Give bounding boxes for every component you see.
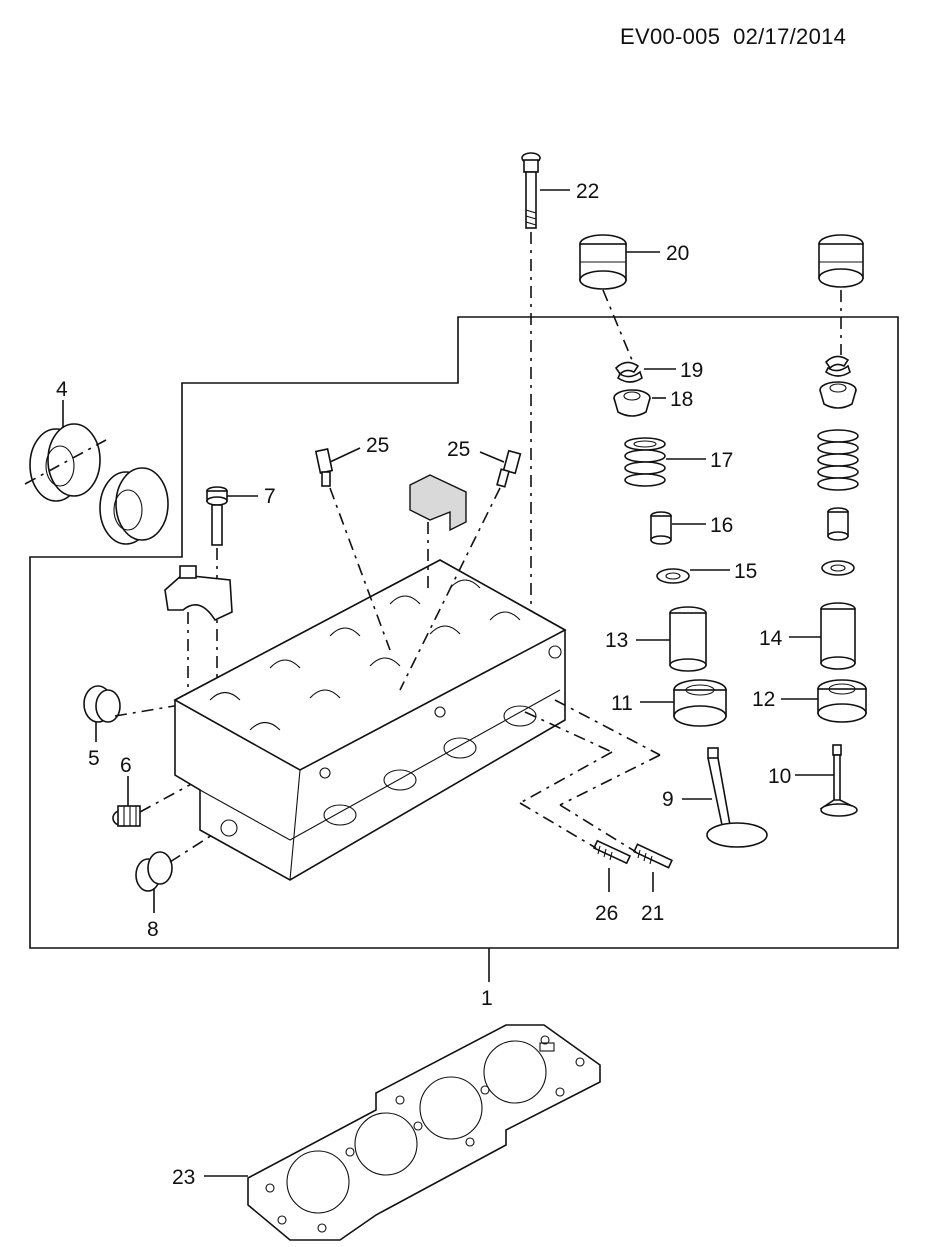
callout-12: 12 (752, 688, 775, 711)
stud-26-axis-a (524, 711, 613, 753)
valve-spring-right (817, 429, 859, 491)
valve-9 (706, 747, 768, 848)
leader-25-left (329, 447, 361, 463)
callout-8: 8 (147, 918, 159, 941)
plug-5-axis (114, 703, 187, 717)
valve-seat-insert-12 (817, 679, 867, 723)
spring-seat-washer-15 (656, 568, 690, 584)
cylinder-head-body (173, 559, 567, 881)
hydraulic-tappet-right (818, 234, 864, 288)
callout-5: 5 (88, 747, 100, 770)
spring-retainer-18 (613, 389, 651, 417)
assembly-boundary-frame (29, 316, 899, 949)
bearing-cap-bolt-7 (206, 486, 228, 546)
callout-26: 26 (595, 902, 618, 925)
callout-15: 15 (734, 560, 757, 583)
head-gasket-23 (247, 1024, 601, 1241)
callout-14: 14 (759, 627, 783, 650)
valve-stem-seal-right (827, 507, 849, 541)
callout-11: 11 (611, 692, 633, 715)
callout-22: 22 (576, 180, 599, 203)
valve-guide-14 (820, 602, 856, 670)
callout-10: 10 (768, 765, 791, 788)
callout-4: 4 (56, 378, 68, 401)
stud-21-axis-c (559, 804, 637, 853)
callout-9: 9 (662, 788, 674, 811)
spring-seat-washer-right (821, 560, 855, 576)
seal-axis-4 (24, 439, 107, 485)
valve-stem-seal-16 (650, 511, 672, 545)
valve-collets-19 (614, 361, 643, 383)
camshaft-bearing-cap (164, 565, 233, 622)
stud-21-axis-a (554, 699, 661, 756)
sensor-25-right-axis (399, 487, 501, 691)
sensor-25-left-axis (329, 487, 391, 651)
camshaft-seal-4a (29, 423, 101, 502)
leader-25-right (479, 451, 505, 463)
callout-7: 7 (264, 485, 276, 508)
spring-retainer-right (819, 381, 857, 409)
callout-16: 16 (710, 514, 733, 537)
callout-6: 6 (120, 754, 132, 777)
long-bolt-22 (521, 152, 541, 229)
callout-17: 17 (710, 449, 733, 472)
callout-20: 20 (666, 242, 689, 265)
valve-seat-insert-11 (673, 679, 727, 727)
callout-25-right: 25 (447, 438, 470, 461)
hydraulic-tappet-20 (579, 234, 627, 290)
valve-spring-17 (624, 437, 666, 487)
cup-plug-5 (83, 685, 121, 723)
callout-25-left: 25 (366, 434, 389, 457)
threaded-plug-6 (112, 805, 141, 827)
stud-21 (633, 843, 673, 869)
callout-23: 23 (172, 1166, 195, 1189)
callout-19: 19 (680, 359, 703, 382)
callout-13: 13 (605, 629, 628, 652)
valve-guide-13 (669, 606, 707, 672)
camshaft-seal-4b (99, 467, 169, 545)
sensor-25-left (314, 448, 334, 487)
document-code-date: EV00-005 02/17/2014 (620, 24, 847, 49)
cup-plug-8 (135, 851, 173, 892)
callout-18: 18 (670, 388, 693, 411)
valve-collets-right (824, 355, 851, 377)
valve-10 (819, 744, 858, 817)
valve-train-axis-left (602, 289, 633, 361)
callout-1: 1 (481, 987, 493, 1010)
stud-21-axis-b (559, 754, 661, 806)
sensor-25-right (496, 449, 522, 488)
stud-26 (592, 839, 632, 865)
bracket (409, 474, 467, 532)
stud-26-axis-c (519, 802, 597, 849)
callout-21: 21 (641, 902, 664, 925)
stud-26-axis-b (519, 751, 613, 804)
